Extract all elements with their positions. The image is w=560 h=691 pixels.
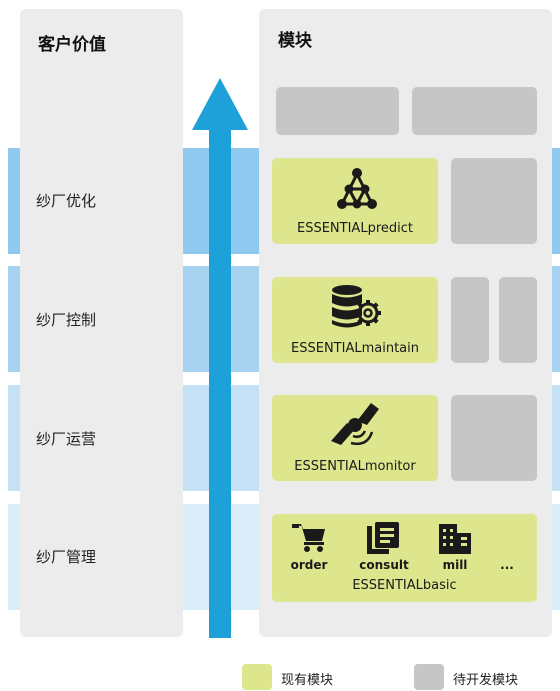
row-label-control: 纱厂控制 xyxy=(36,311,97,329)
modules-title: 模块 xyxy=(278,31,312,51)
module-predict-label: ESSENTIALpredict xyxy=(297,221,413,236)
planned-module-top-right xyxy=(412,87,537,135)
planned-module-maintain-row-a xyxy=(451,277,489,363)
legend-planned-swatch xyxy=(414,664,444,690)
customer-value-column xyxy=(20,9,183,637)
legend-existing-label: 现有模块 xyxy=(281,673,334,688)
network-triangle-icon xyxy=(337,168,377,209)
planned-module-maintain-row-b xyxy=(499,277,537,363)
customer-value-title: 客户价值 xyxy=(38,35,106,55)
basic-item-more: ... xyxy=(500,558,514,572)
row-label-optimization: 纱厂优化 xyxy=(36,192,97,210)
basic-item-mill: mill xyxy=(442,558,468,572)
value-arrow-icon xyxy=(192,78,248,638)
cart-icon xyxy=(292,524,325,552)
module-basic-label: ESSENTIALbasic xyxy=(352,578,457,593)
planned-module-predict-row xyxy=(451,158,537,244)
row-label-operation: 纱厂运营 xyxy=(36,430,97,448)
planned-module-top-left xyxy=(276,87,399,135)
building-icon xyxy=(439,524,471,554)
satellite-icon xyxy=(331,403,379,446)
module-maintain: ESSENTIALmaintain xyxy=(272,277,438,363)
module-predict: ESSENTIALpredict xyxy=(272,158,438,244)
module-monitor-label: ESSENTIALmonitor xyxy=(294,459,416,474)
basic-item-consult: consult xyxy=(359,558,409,572)
row-label-management: 纱厂管理 xyxy=(36,548,97,566)
database-gear-icon xyxy=(332,285,381,328)
module-monitor: ESSENTIALmonitor xyxy=(272,395,438,481)
planned-module-monitor-row xyxy=(451,395,537,481)
legend-existing-swatch xyxy=(242,664,272,690)
basic-item-order: order xyxy=(290,558,328,572)
legend-planned-label: 待开发模块 xyxy=(453,673,519,688)
document-icon xyxy=(367,522,399,554)
module-basic: order consult mill ... ESSENTIALbasic xyxy=(272,514,537,602)
module-maintain-label: ESSENTIALmaintain xyxy=(291,341,419,356)
